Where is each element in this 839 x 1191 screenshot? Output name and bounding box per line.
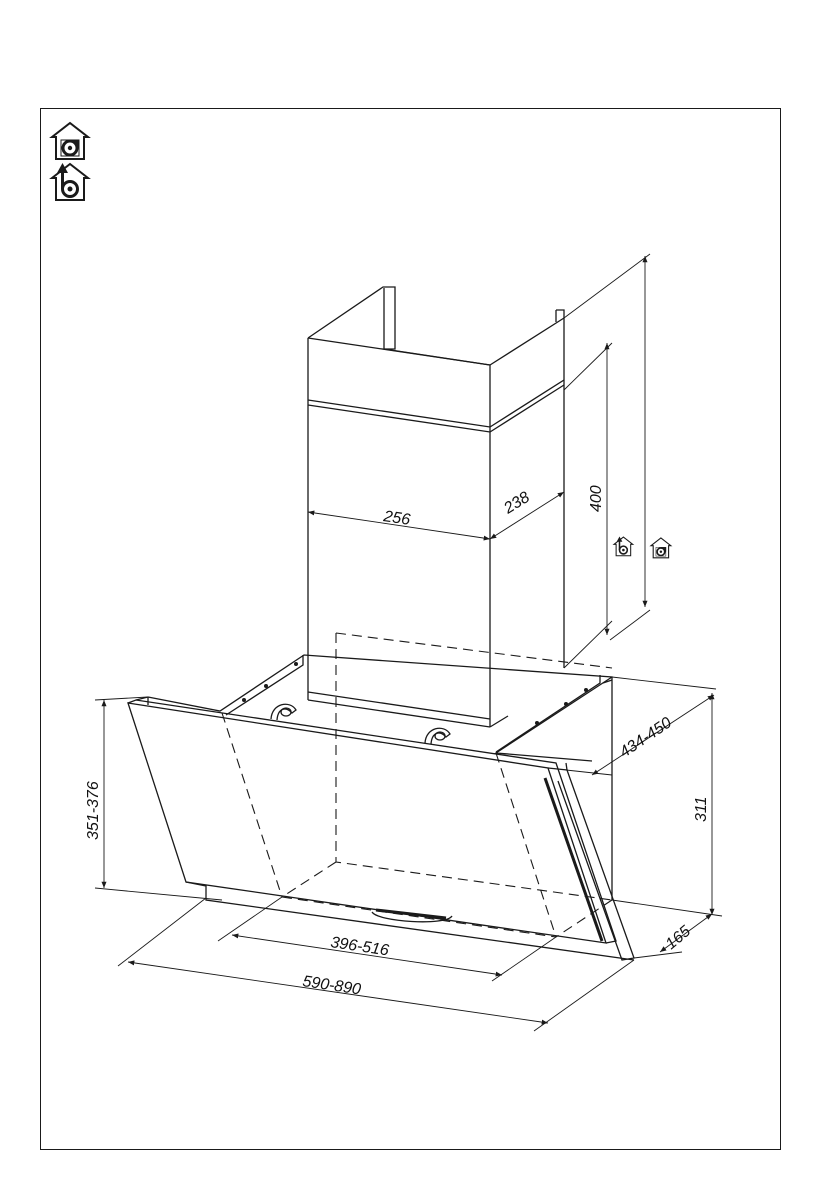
duct-width-dimension: 256 — [308, 508, 490, 539]
hood-depth-label: 434-450 — [617, 714, 675, 761]
inner-width-dimension: 396-516 — [218, 897, 556, 981]
duct-width-label: 256 — [381, 508, 411, 529]
overall-width-label: 590-890 — [301, 973, 362, 998]
front-height-label: 351-376 — [85, 781, 102, 840]
inner-width-label: 396-516 — [329, 934, 390, 959]
recirculation-icon — [52, 123, 88, 159]
hood-top-plate — [148, 655, 612, 900]
bottom-offset-label: 165 — [663, 923, 694, 953]
duct-height-dimension: 400 — [564, 254, 671, 668]
glass-panel — [128, 697, 634, 960]
duct-depth-label: 238 — [500, 489, 533, 518]
extraction-icon — [52, 163, 88, 200]
duct-depth-dimension: 238 — [490, 489, 564, 539]
extraction-mode-icon — [614, 537, 633, 556]
overall-width-dimension: 590-890 — [118, 898, 634, 1031]
duct-height-label: 400 — [588, 485, 605, 512]
bottom-offset-dimension: 165 — [634, 914, 712, 958]
back-height-label: 311 — [693, 796, 710, 822]
front-height-dimension: 351-376 — [85, 697, 222, 900]
recirculation-mode-icon — [651, 538, 671, 558]
